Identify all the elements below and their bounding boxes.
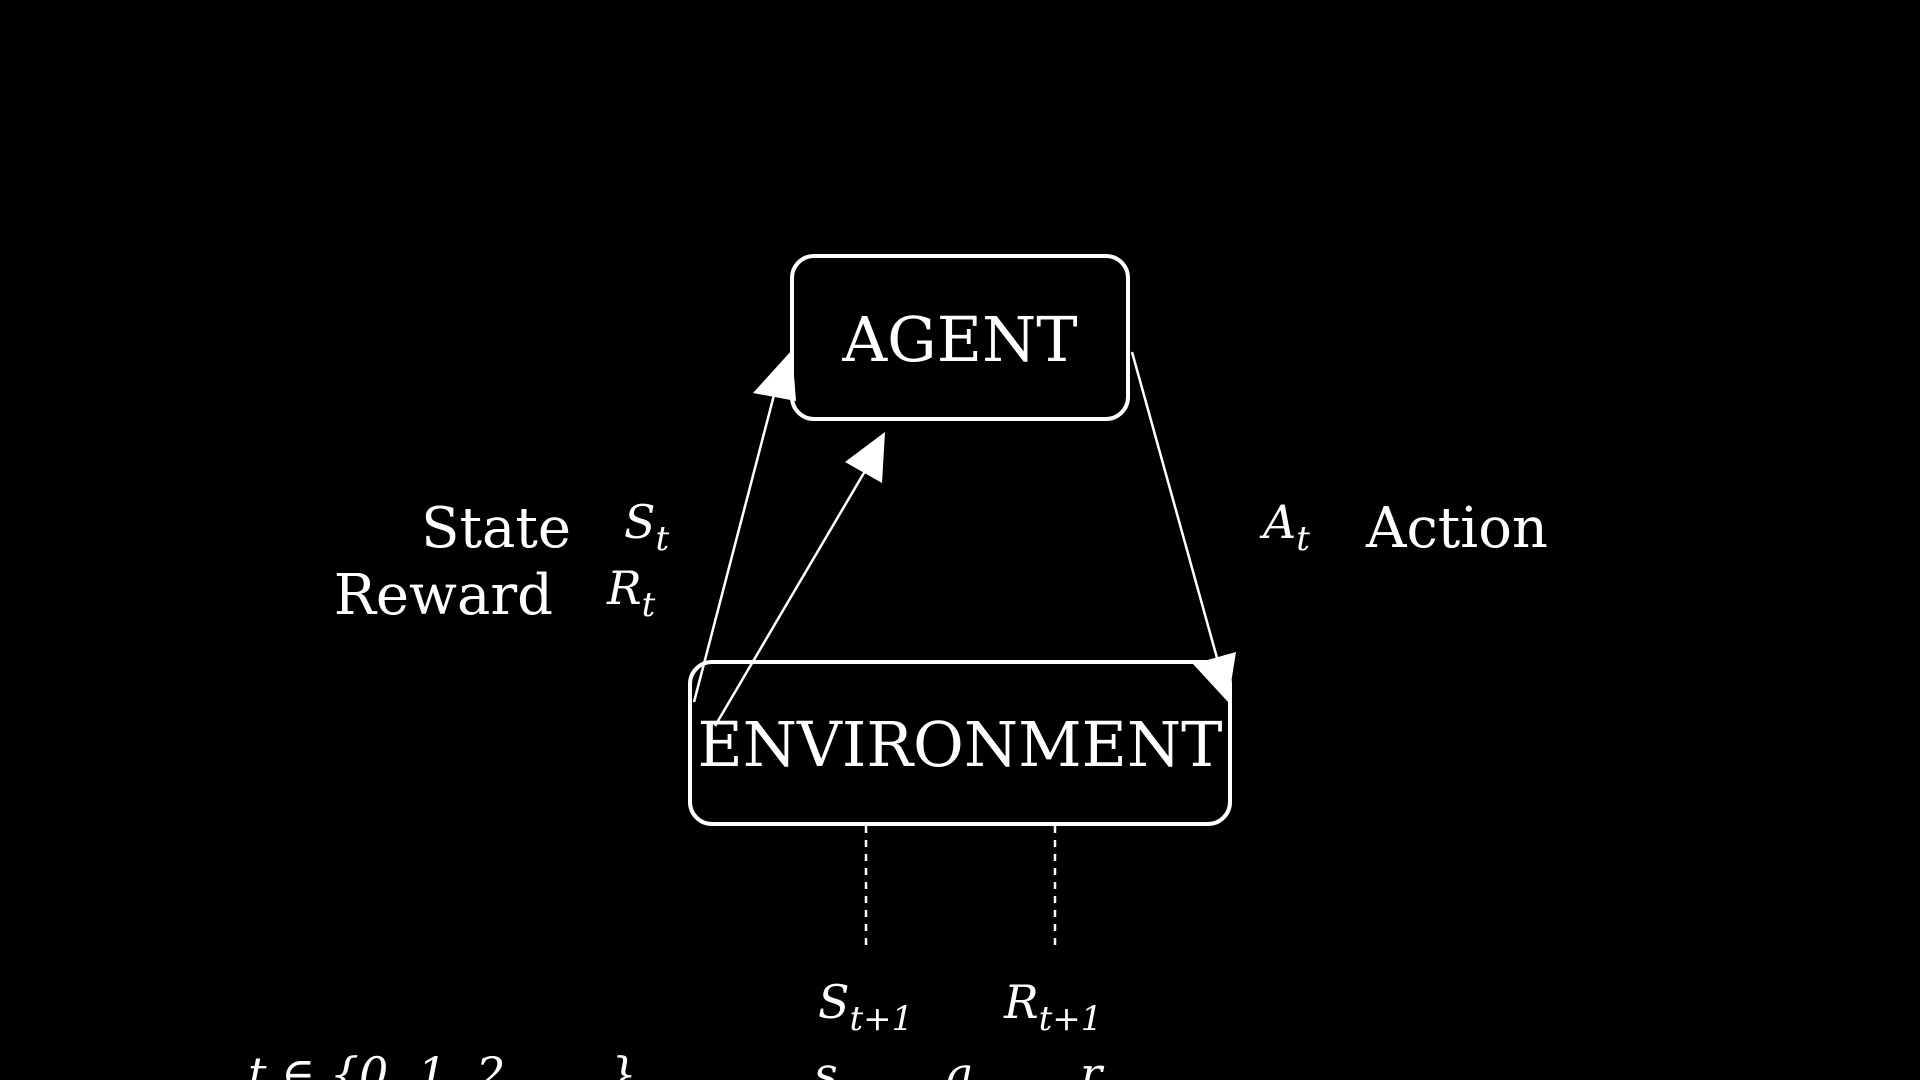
- bottom-var-s: s: [814, 1047, 838, 1080]
- reward-symbol: Rt: [606, 561, 656, 625]
- next-reward-symbol-subscript: t+1: [1039, 999, 1103, 1039]
- environment-label: ENVIRONMENT: [698, 708, 1223, 781]
- state-arrow-line: [692, 371, 782, 703]
- action-symbol: At: [1259, 495, 1310, 559]
- action-symbol-letter: A: [1259, 495, 1296, 549]
- state-arrow-head: [753, 350, 796, 401]
- action-arrow-line: [1130, 351, 1224, 677]
- action-arrow-head: [1193, 652, 1236, 702]
- state-symbol: St: [624, 495, 670, 559]
- bottom-var-r: r: [1080, 1047, 1105, 1080]
- state-word: State: [421, 496, 571, 561]
- next-state-symbol: St+1: [818, 975, 913, 1039]
- state-symbol-subscript: t: [656, 519, 670, 559]
- next-reward-symbol-letter: R: [1003, 975, 1039, 1029]
- next-reward-symbol: Rt+1: [1003, 975, 1102, 1039]
- next-state-symbol-letter: S: [818, 975, 850, 1029]
- agent-box: [790, 254, 1130, 421]
- state-symbol-letter: S: [624, 495, 656, 549]
- agent-label: AGENT: [841, 303, 1077, 376]
- bottom-var-a: a: [946, 1047, 973, 1080]
- reward-arrow-head: [845, 432, 885, 483]
- action-symbol-subscript: t: [1296, 519, 1310, 559]
- reward-arrow-line: [713, 465, 870, 727]
- environment-box: [688, 660, 1232, 826]
- reward-word: Reward: [334, 563, 553, 628]
- next-state-symbol-subscript: t+1: [850, 999, 914, 1039]
- reward-symbol-subscript: t: [642, 585, 656, 625]
- action-word: Action: [1365, 496, 1548, 561]
- time-set-formula: t ∈ {0, 1, 2, . . .}: [248, 1047, 637, 1080]
- reward-symbol-letter: R: [606, 561, 642, 615]
